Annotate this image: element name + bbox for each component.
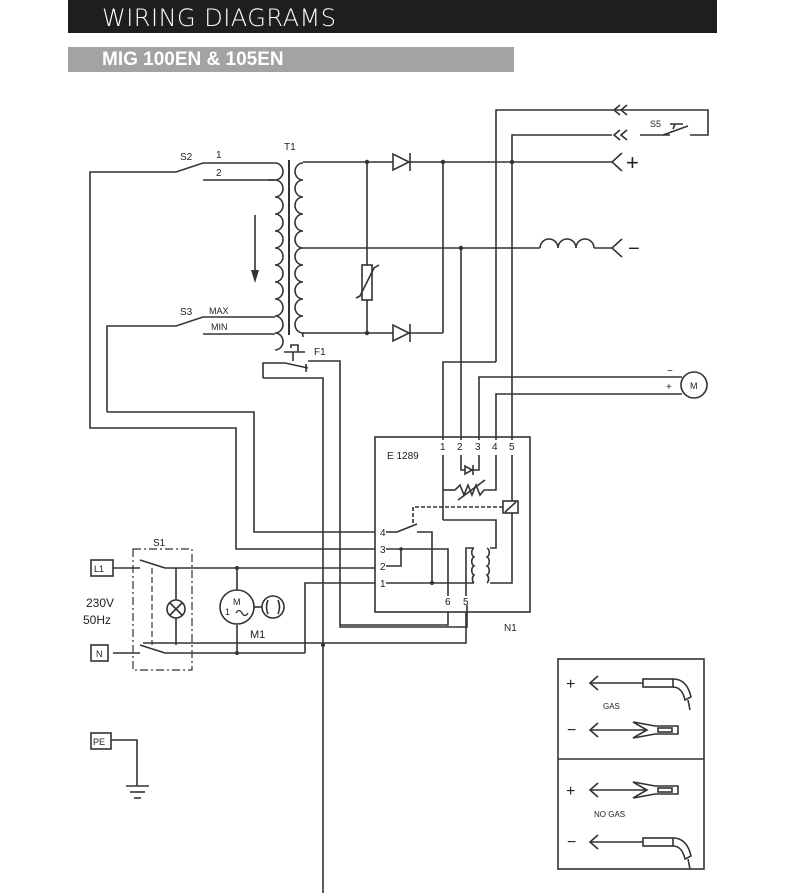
rectifier-bridge <box>303 161 612 334</box>
page-title: WIRING DIAGRAMS <box>102 4 337 32</box>
top-pin-1: 1 <box>440 442 446 453</box>
s1-switch-housing <box>132 548 193 671</box>
s2-tap1-label: 1 <box>216 150 222 161</box>
l1-label: L1 <box>94 564 104 574</box>
s2-label: S2 <box>180 152 193 163</box>
s5-label: S5 <box>650 119 661 129</box>
earth-clamp-icon <box>632 721 679 739</box>
title-bar: WIRING DIAGRAMS <box>68 0 717 33</box>
mig-torch-icon <box>642 837 692 870</box>
torch-trigger-wires <box>495 109 709 440</box>
wire-pin5 <box>143 612 467 644</box>
left-pin-3: 3 <box>380 545 386 556</box>
motor-label: M <box>690 381 698 391</box>
e1289-label: E 1289 <box>387 451 419 462</box>
legend-gas-label: GAS <box>603 702 620 711</box>
legend-nogas-label: NO GAS <box>594 810 625 819</box>
s3-label: S3 <box>180 307 193 318</box>
arrow-head-icon <box>251 270 259 283</box>
voltage-label: 230V <box>86 596 114 610</box>
s5-connector-icons <box>612 104 628 141</box>
legend-gas-plus-row <box>588 675 692 711</box>
plus-output-connector <box>610 152 623 172</box>
diode-lower-icon <box>392 323 411 343</box>
subtitle-bar: MIG 100EN & 105EN <box>68 47 514 72</box>
motor-minus-wire <box>478 376 682 440</box>
t1-secondary-winding <box>294 162 305 338</box>
frequency-label: 50Hz <box>83 613 111 627</box>
fan-icon <box>261 595 285 619</box>
s3-switch <box>106 316 275 412</box>
l1-terminal <box>90 559 114 577</box>
left-pin-1: 1 <box>380 579 386 590</box>
s3-min-label: MIN <box>211 322 228 332</box>
e1289-board <box>374 436 531 613</box>
legend-gas-minus: − <box>567 722 576 739</box>
motor-plus-label: + <box>666 382 672 393</box>
legend-nogas-minus: − <box>567 834 576 851</box>
pe-terminal <box>90 732 112 750</box>
m1-symbol-phase: 1 <box>225 607 230 617</box>
wire-feed-motor-icon <box>680 371 708 399</box>
model-subtitle: MIG 100EN & 105EN <box>102 49 284 70</box>
wire-s2-to-pin3 <box>89 388 375 550</box>
s2-tap2-label: 2 <box>216 168 222 179</box>
left-pin-2: 2 <box>380 562 386 573</box>
m1-label: M1 <box>250 629 265 641</box>
e1289-internal <box>386 455 519 596</box>
left-pin-4: 4 <box>380 528 386 539</box>
legend-nogas-plus-row <box>588 781 679 799</box>
legend-gas-plus: + <box>566 676 575 693</box>
s3-max-label: MAX <box>209 306 229 316</box>
top-pin-5: 5 <box>509 442 515 453</box>
f1-label: F1 <box>314 347 326 358</box>
t1-primary-winding <box>268 162 284 351</box>
n-terminal <box>90 644 109 662</box>
varistor-icon <box>361 264 373 301</box>
top-pin-3: 3 <box>475 442 481 453</box>
n1-label: N1 <box>504 623 517 634</box>
plus-output-label: + <box>626 150 639 175</box>
mains-wiring <box>113 559 375 655</box>
bottom-pin-5: 5 <box>463 597 469 608</box>
minus-output-connector <box>610 238 623 258</box>
pe-label: PE <box>93 737 105 747</box>
top-pin-4: 4 <box>492 442 498 453</box>
wire-s3-to-pin4 <box>107 411 375 533</box>
bottom-pin-6: 6 <box>445 597 451 608</box>
s2-switch <box>89 162 275 388</box>
wire-pin6 <box>340 612 449 626</box>
earth-clamp-icon <box>632 781 679 799</box>
indicator-lamp-icon <box>166 599 186 619</box>
legend-gas-minus-row <box>588 721 679 739</box>
top-pin-2: 2 <box>457 442 463 453</box>
motor-minus-label: − <box>667 366 673 377</box>
polarity-legend-box <box>557 658 705 870</box>
n-label: N <box>96 649 103 659</box>
output-inductor <box>539 238 612 249</box>
s1-label: S1 <box>153 538 166 549</box>
ground-icon <box>111 739 149 799</box>
wire-pin1 <box>442 361 496 440</box>
m1-symbol-m: M <box>233 597 241 607</box>
motor-plus-wire <box>495 393 682 440</box>
diode-upper-icon <box>392 152 411 172</box>
legend-nogas-plus: + <box>566 783 575 800</box>
f1-thermal-switch <box>262 344 468 893</box>
t1-label: T1 <box>284 142 296 153</box>
minus-output-label: − <box>628 238 640 260</box>
mig-torch-icon <box>642 678 692 711</box>
legend-nogas-minus-row <box>588 834 692 870</box>
